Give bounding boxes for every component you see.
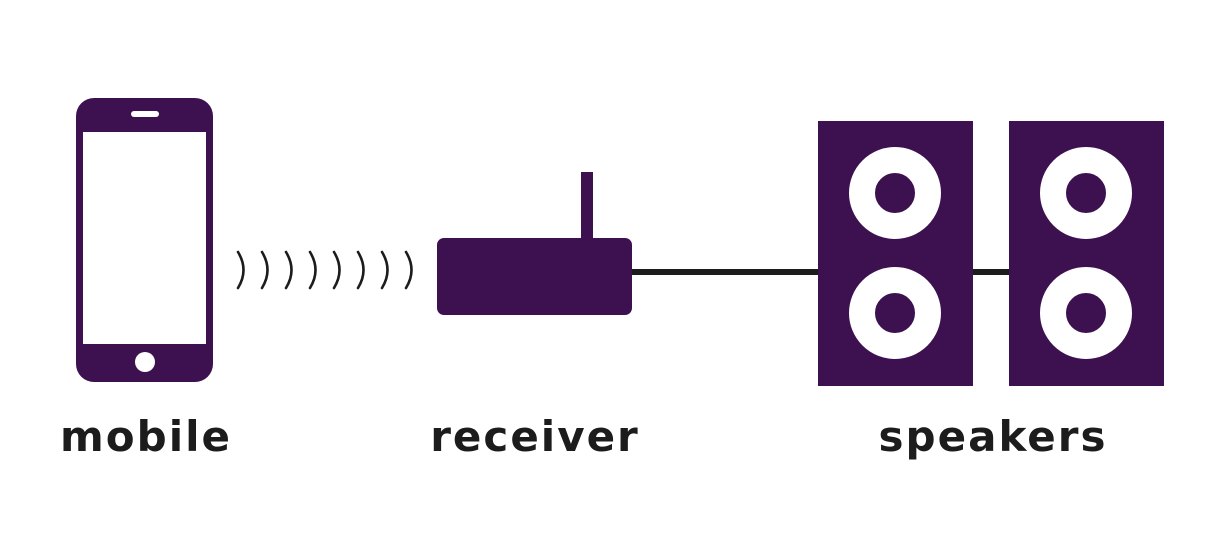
receiver-body	[437, 238, 632, 315]
speaker-driver-bottom-right	[1040, 267, 1132, 359]
label-receiver: receiver	[430, 412, 640, 461]
speaker-driver-bottom-left	[849, 267, 941, 359]
receiver-icon	[437, 172, 632, 315]
label-speakers: speakers	[879, 412, 1108, 461]
speaker-icon	[818, 121, 973, 386]
signal-arc	[356, 250, 365, 290]
signal-arc	[260, 250, 269, 290]
label-mobile: mobile	[60, 412, 232, 461]
signal-arc	[236, 250, 245, 290]
speaker-icon	[1009, 121, 1164, 386]
smartphone-icon	[76, 98, 213, 382]
phone-screen	[83, 132, 206, 344]
receiver-antenna	[581, 172, 593, 242]
speaker-driver-top-left	[849, 147, 941, 239]
phone-speaker-slot	[131, 111, 159, 117]
signal-arc	[332, 250, 341, 290]
signal-arc	[404, 250, 413, 290]
phone-home-button	[135, 352, 155, 372]
speaker-driver-top-right	[1040, 147, 1132, 239]
signal-arc	[308, 250, 317, 290]
signal-arc	[284, 250, 293, 290]
signal-arc	[380, 250, 389, 290]
wireless-signal-icon	[236, 250, 413, 290]
